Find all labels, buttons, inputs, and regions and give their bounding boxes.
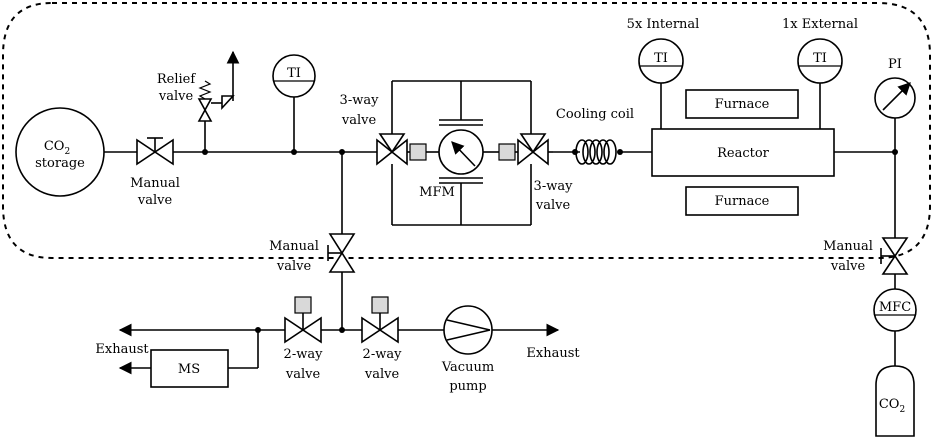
co2-bottle-label: CO2: [879, 397, 905, 415]
two-way-1-label: 2-way: [284, 347, 324, 362]
temperature-indicator-external: TI: [797, 38, 843, 129]
reactor: Reactor: [651, 128, 835, 177]
co2-storage-tank: CO2 storage: [15, 107, 105, 197]
three-way-valve-left[interactable]: [376, 81, 427, 225]
manual-valve-1-label-2: valve: [137, 193, 173, 208]
external-count-label: 1x External: [782, 17, 858, 32]
manual-valve-3[interactable]: [880, 237, 909, 275]
heated-enclosure-boundary: [1, 2, 931, 259]
three-way-right-label: 3-way: [534, 179, 574, 194]
ti-internal-label: TI: [654, 51, 668, 66]
two-way-1-label-2: valve: [285, 367, 321, 382]
three-way-left-label-2: valve: [341, 113, 377, 128]
temperature-indicator-main: TI: [272, 54, 316, 155]
two-way-valve-2[interactable]: [361, 296, 399, 344]
relief-valve-label-2: valve: [158, 89, 194, 104]
two-way-2-label-2: valve: [364, 367, 400, 382]
furnace-bottom-label: Furnace: [715, 194, 770, 209]
manual-valve-3-label-2: valve: [830, 259, 866, 274]
cooling-coil: [572, 139, 623, 165]
manual-valve-2[interactable]: [327, 233, 356, 273]
co2-storage-label: CO2: [44, 139, 70, 157]
relief-valve[interactable]: [197, 50, 240, 155]
reactor-label: Reactor: [717, 146, 770, 161]
ms-label: MS: [178, 362, 200, 377]
two-way-2-label: 2-way: [363, 347, 403, 362]
three-way-valve-right[interactable]: [498, 81, 553, 225]
ti-main-label: TI: [287, 66, 301, 81]
pressure-indicator: [874, 77, 916, 155]
manual-valve-2-label-2: valve: [276, 259, 312, 274]
furnace-bottom: Furnace: [685, 186, 799, 216]
vacuum-pump-label: Vacuum: [441, 360, 494, 375]
internal-count-label: 5x Internal: [627, 17, 700, 32]
co2-storage-label-2: storage: [35, 156, 85, 171]
manual-valve-1-label: Manual: [130, 176, 180, 191]
ti-external-label: TI: [813, 51, 827, 66]
three-way-left-label: 3-way: [340, 93, 380, 108]
mfc-label: MFC: [879, 300, 911, 315]
two-way-valve-1[interactable]: [284, 296, 322, 344]
exhaust-left-label: Exhaust: [95, 342, 149, 357]
vacuum-pump-label-2: pump: [449, 379, 486, 394]
manual-valve-3-label: Manual: [823, 239, 873, 254]
mfm-label: MFM: [419, 185, 455, 200]
co2-gas-bottle: CO2: [875, 365, 915, 437]
mass-flow-meter: [438, 81, 484, 225]
vacuum-pump: [443, 305, 493, 355]
manual-valve-2-label: Manual: [269, 239, 319, 254]
three-way-right-label-2: valve: [535, 198, 571, 213]
furnace-top: Furnace: [685, 89, 799, 119]
mass-flow-controller: MFC: [873, 288, 917, 332]
manual-valve-1[interactable]: [136, 137, 174, 166]
exhaust-right-label: Exhaust: [526, 346, 580, 361]
pi-label: PI: [888, 57, 902, 72]
temperature-indicator-internal: TI: [638, 38, 684, 129]
relief-valve-label: Relief: [157, 72, 196, 87]
mass-spectrometer: MS: [150, 349, 229, 388]
cooling-coil-label: Cooling coil: [556, 107, 634, 122]
furnace-top-label: Furnace: [715, 97, 770, 112]
